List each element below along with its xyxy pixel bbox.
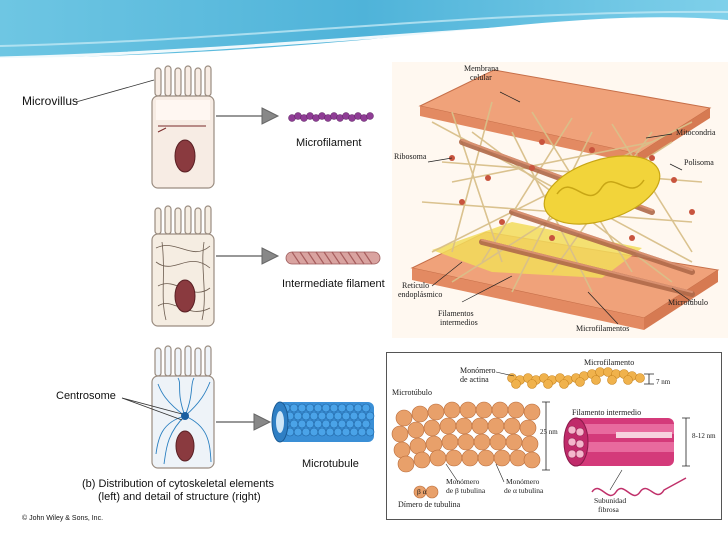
label-beta-tubulina-1: Monómero xyxy=(446,477,480,486)
label-monomero-actina-1: Monómero xyxy=(460,366,496,375)
mitochondrion xyxy=(543,155,661,225)
copyright: © John Wiley & Sons, Inc. xyxy=(22,515,104,522)
intermediate-filament-3d xyxy=(563,417,674,467)
label-subunidad-1: Subunidad xyxy=(594,496,627,505)
label-microfilamentos: Microfilamentos xyxy=(576,324,630,333)
label-microfilament: Microfilament xyxy=(296,137,362,149)
label-intermediate-filament: Intermediate filament xyxy=(282,278,385,290)
label-beta-tubulina-2: de β tubulina xyxy=(446,486,486,495)
label-centrosome: Centrosome xyxy=(56,390,116,402)
label-subunidad-2: fibrosa xyxy=(598,505,619,514)
cell-diagrams xyxy=(75,65,381,469)
label-dimero-tubulina: Dímero de tubulina xyxy=(398,500,461,509)
label-reticulo-1: Retículo xyxy=(402,281,430,290)
cell-microvilli xyxy=(151,65,215,189)
cell-microtubules xyxy=(151,345,215,469)
intermediate-filament-rope xyxy=(285,251,381,265)
cytoskeleton-3d-illustration xyxy=(410,69,720,330)
label-membrana-1: Membrana xyxy=(464,64,499,73)
label-polisoma: Polisoma xyxy=(684,158,714,167)
label-filamentos-1: Filamentos xyxy=(438,309,474,318)
label-filamentos-2: intermedios xyxy=(440,318,478,327)
label-microvillus: Microvillus xyxy=(22,94,79,108)
label-filamento-intermedio: Filamento intermedio xyxy=(572,408,642,417)
header-wave xyxy=(0,0,728,60)
label-dimer-glyphs: β α xyxy=(417,487,427,496)
actin-chain xyxy=(507,367,645,389)
label-mitocondria: Mitocondria xyxy=(676,128,716,137)
figure-caption-line-1: (b) Distribution of cytoskeletal element… xyxy=(82,478,274,490)
figure-caption-line-2: (left) and detail of structure (right) xyxy=(98,491,261,503)
label-ribosoma: Ribosoma xyxy=(394,152,427,161)
label-microtubule: Microtubule xyxy=(302,458,359,470)
label-alpha-tubulina-2: de α tubulina xyxy=(504,486,544,495)
label-microtubulo-bottom: Microtúbulo xyxy=(392,388,432,397)
label-reticulo-2: endoplásmico xyxy=(398,290,443,299)
label-alpha-tubulina-1: Monómero xyxy=(506,477,540,486)
label-microfilamento: Microfilamento xyxy=(584,358,635,367)
filament-structures xyxy=(391,367,690,499)
label-25nm: 25 nm xyxy=(540,428,558,436)
tubulin-bundle xyxy=(391,401,541,473)
cell-intermediate xyxy=(151,205,215,327)
label-membrana-2: celular xyxy=(470,73,492,82)
label-monomero-actina-2: de actina xyxy=(460,375,489,384)
label-7nm: 7 nm xyxy=(656,378,671,386)
microfilament-strand xyxy=(288,112,374,122)
fibrous-subunit xyxy=(591,477,687,497)
label-8-12nm: 8-12 nm xyxy=(692,432,716,440)
microtubule-cylinder xyxy=(271,401,375,443)
label-microtubulo: Microtúbulo xyxy=(668,298,708,307)
